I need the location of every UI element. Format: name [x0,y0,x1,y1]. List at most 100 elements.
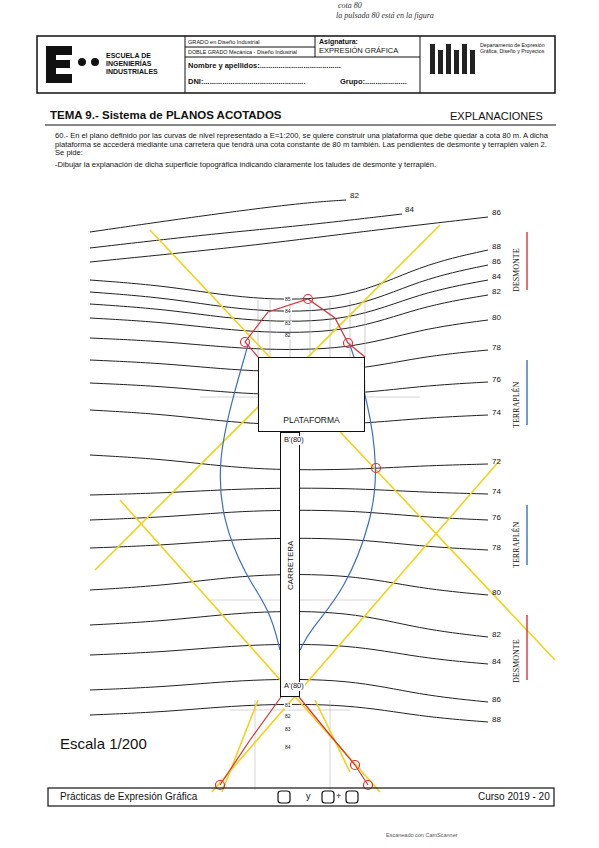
elevation-mark: 82 [284,714,292,720]
problem-statement: -Dibujar la explanación de dicha superfi… [55,161,550,170]
section-heading: EXPLANACIONES [450,110,543,123]
cut-outline [220,697,281,785]
contour-label: 80 [492,313,501,322]
intersection-mark [241,338,250,347]
contour-label: 76 [492,375,501,384]
cut-outline [299,697,368,785]
handwritten-note: la pulsada 80 está en la figura [336,11,434,20]
department-logo-bar [470,50,475,74]
contour-label: 84 [492,272,501,281]
scale-note: Escala 1/200 [60,735,147,752]
slope-tag: DESMONTE [512,639,521,683]
header-rule [185,57,420,58]
contour-label: 78 [492,343,501,352]
header-rule [420,36,421,93]
department-logo-bar [438,50,443,74]
department-logo-bar [430,44,435,74]
school-logo [46,46,72,83]
intersection-mark [372,464,381,473]
construction-line [270,300,271,357]
school-name: ESCUELA DE INGENIERÍAS INDUSTRIALES [106,52,180,76]
department-name: Departamento de Expresión Gráfica, Diseñ… [480,43,552,55]
margin-mark [526,232,527,290]
contour-label: 76 [492,513,501,522]
contour-label: 82 [492,630,501,639]
header-rule [185,47,315,48]
contour-label: 84 [405,205,414,214]
elevation-mark: 81 [284,703,292,709]
margin-mark [526,360,527,425]
school-logo-dot [91,58,99,66]
form-field: Grupo:.................... [340,78,407,87]
contour-line [90,217,488,262]
slope-line [222,700,258,792]
form-field: DNI:....................................… [188,78,306,87]
intersection-mark [304,295,313,304]
elevation-mark: 82 [284,333,292,339]
department-logo-bar [454,50,459,74]
degree-name: DOBLE GRADO Mecánica - Diseño Industrial [188,49,297,55]
slope-line [212,460,500,792]
construction-line [230,710,350,711]
slope-tag: TERRAPLÉN [512,522,521,568]
contour-label: 86 [492,257,501,266]
contour-label: 78 [492,543,501,552]
construction-line [258,300,259,357]
contour-label: 72 [492,457,501,466]
construction-line [350,300,351,357]
point-label: B'(80) [283,436,305,445]
contour-label: 74 [492,487,501,496]
contour-label: 80 [492,588,501,597]
elevation-mark: 83 [284,727,292,733]
contour-line [90,200,346,232]
contour-label: 86 [492,208,501,217]
handwritten-note: cota 80 [338,1,362,10]
construction-line [330,300,331,357]
problem-statement: 60.- En el plano definido por las curvas… [55,132,550,158]
license-icon [278,791,290,803]
construction-line [255,700,256,790]
construction-line [365,300,366,357]
contour-label: 88 [492,242,501,251]
contour-label: 82 [350,191,359,200]
subject-name: EXPRESIÓN GRÁFICA [319,47,398,56]
slope-tag: TERRAPLÉN [512,382,521,428]
elevation-mark: 84 [284,745,292,751]
margin-mark [526,505,527,565]
worksheet-title: TEMA 9.- Sistema de PLANOS ACOTADOS [50,109,282,122]
box-label: CARRETERA [286,541,295,590]
subject-caption: Asignatura: [319,38,358,46]
elevation-mark: 85 [284,297,292,303]
footer-text: + [336,791,341,801]
form-field: Nombre y apellidos:.....................… [188,62,341,71]
license-icon [346,791,358,803]
contour-line [90,214,402,248]
footer-text: Curso 2019 - 20 [478,791,550,803]
slope-line [315,700,350,772]
contour-line [90,295,488,332]
header-rule [185,36,186,93]
box-label: PLATAFORMA [283,415,339,425]
footer-frame [48,788,554,806]
construction-line [330,700,331,790]
scanner-watermark: Escaneado con CamScanner [386,832,458,838]
point-label: A'(80) [283,682,305,691]
elevation-mark: 83 [284,321,292,327]
slope-line [95,225,440,570]
slope-line [150,230,555,660]
platform-box: PLATAFORMA [258,357,365,432]
footer-text: y [306,791,311,801]
intersection-mark [351,761,360,770]
school-logo-dot [78,58,86,66]
contour-label: 88 [492,715,501,724]
license-icon [322,791,334,803]
road-box: CARRETERA [280,432,300,697]
contour-line [90,250,488,299]
department-logo-bar [446,44,451,74]
footer-text: Prácticas de Expresión Gráfica [60,791,197,803]
contour-label: 84 [492,657,501,666]
contour-line [90,320,488,349]
contour-line [90,265,488,311]
contour-line [90,280,488,321]
